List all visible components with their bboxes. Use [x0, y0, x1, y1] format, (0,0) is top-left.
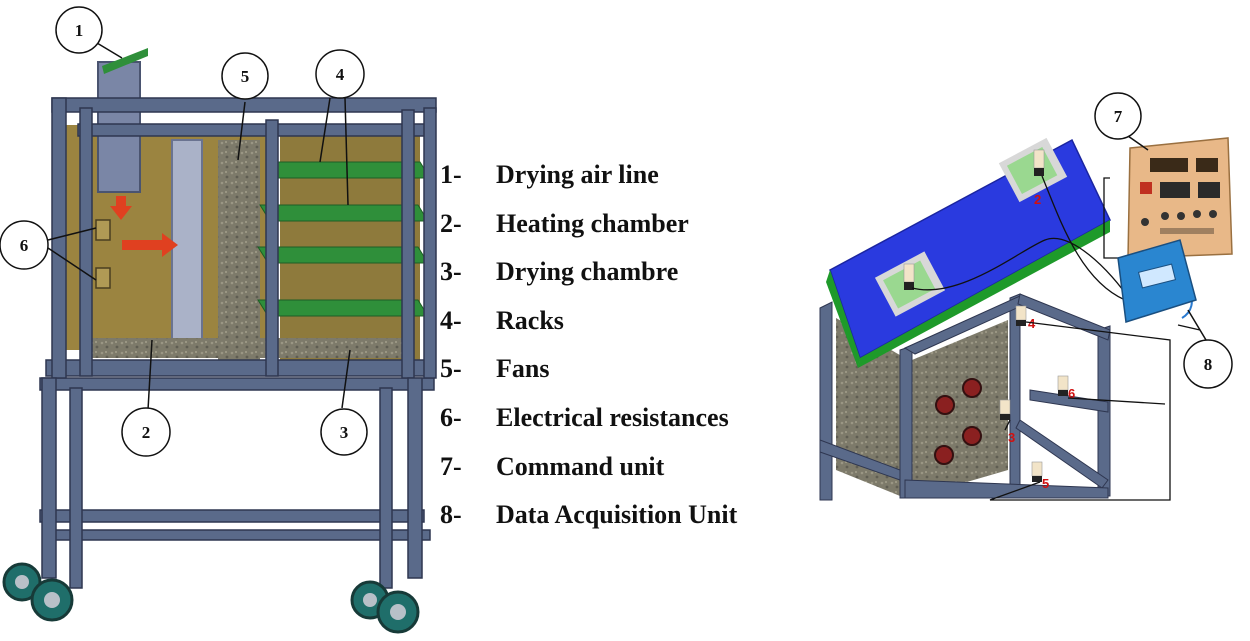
sensor-top-right: 2 [1033, 149, 1045, 207]
legend-number: 4- [440, 305, 462, 335]
svg-text:2: 2 [142, 423, 151, 442]
command-unit [1127, 137, 1233, 259]
svg-text:4: 4 [336, 65, 345, 84]
fan-2 [962, 378, 982, 398]
iso-frame [819, 293, 1111, 501]
legend-number: 2- [440, 208, 462, 238]
svg-text:5: 5 [241, 67, 250, 86]
fan-1 [935, 395, 955, 415]
airflow-arrow-right [122, 233, 178, 257]
legend-label: Heating chamber [496, 208, 689, 238]
svg-text:6: 6 [20, 236, 29, 255]
legend-number: 5- [440, 354, 462, 384]
duct-plate [171, 139, 203, 356]
callout-3: 3 [320, 408, 368, 456]
legend-item: 7- Command unit [440, 452, 800, 501]
fan-3 [934, 445, 954, 465]
legend-label: Drying air line [496, 160, 659, 189]
legend-item: 6- Electrical resistances [440, 403, 800, 452]
callout-1: 1 [55, 6, 103, 54]
dryer-isometric-view: 2 4 6 3 5 [819, 92, 1233, 501]
drying-chamber-lid [826, 137, 1111, 368]
callout-7: 7 [1094, 92, 1142, 140]
fan-4 [962, 426, 982, 446]
svg-text:6: 6 [1068, 386, 1075, 401]
svg-text:7: 7 [1114, 107, 1123, 126]
legend-number: 6- [440, 402, 462, 432]
resistance-2 [95, 267, 111, 289]
callout-8: 8 [1183, 339, 1233, 389]
svg-text:3: 3 [340, 423, 349, 442]
callout-5: 5 [221, 52, 269, 100]
legend-item: 5- Fans [440, 354, 800, 403]
chamber-floor [90, 338, 410, 358]
dryer-frame [39, 97, 437, 589]
airflow-arrow-down [110, 196, 132, 220]
sensor-3: 3 [999, 399, 1015, 445]
sensor-4: 4 [1015, 305, 1036, 331]
resistance-1 [95, 219, 111, 241]
legend-label: Command unit [496, 451, 665, 481]
legend-label: Racks [496, 305, 564, 335]
legend-number: 7- [440, 451, 462, 481]
sensor-top-left [903, 263, 915, 290]
legend-label: Data Acquisition Unit [496, 500, 738, 530]
data-acquisition-unit [1117, 239, 1197, 323]
legend-label: Fans [496, 354, 550, 384]
svg-text:3: 3 [1008, 430, 1015, 445]
svg-text:4: 4 [1028, 316, 1036, 331]
legend-item: 2- Heating chamber [440, 209, 800, 258]
legend-item: 8- Data Acquisition Unit [440, 500, 800, 549]
legend-item: 1- Drying air line [440, 160, 800, 209]
legend-item: 4- Racks [440, 306, 800, 355]
dryer-front-view: 1 5 4 6 2 3 [0, 6, 437, 634]
svg-text:2: 2 [1034, 192, 1041, 207]
wiring [911, 175, 1201, 501]
svg-text:8: 8 [1204, 355, 1213, 374]
wheels [2, 562, 420, 634]
component-legend: 1- Drying air line 2- Heating chamber 3-… [440, 160, 800, 549]
svg-text:1: 1 [75, 21, 84, 40]
air-line-inlet [102, 48, 148, 74]
fan-panel [218, 140, 260, 360]
legend-item: 3- Drying chambre [440, 257, 800, 306]
sensor-6: 6 [1057, 375, 1075, 401]
legend-number: 3- [440, 257, 462, 287]
callout-6: 6 [0, 220, 49, 270]
sensor-5: 5 [1031, 461, 1049, 491]
legend-label: Drying chambre [496, 257, 679, 287]
legend-number: 1- [440, 160, 462, 189]
callout-4: 4 [315, 49, 365, 99]
legend-number: 8- [440, 500, 462, 530]
svg-text:5: 5 [1042, 476, 1049, 491]
legend-label: Electrical resistances [496, 402, 729, 432]
callout-2: 2 [121, 407, 171, 457]
